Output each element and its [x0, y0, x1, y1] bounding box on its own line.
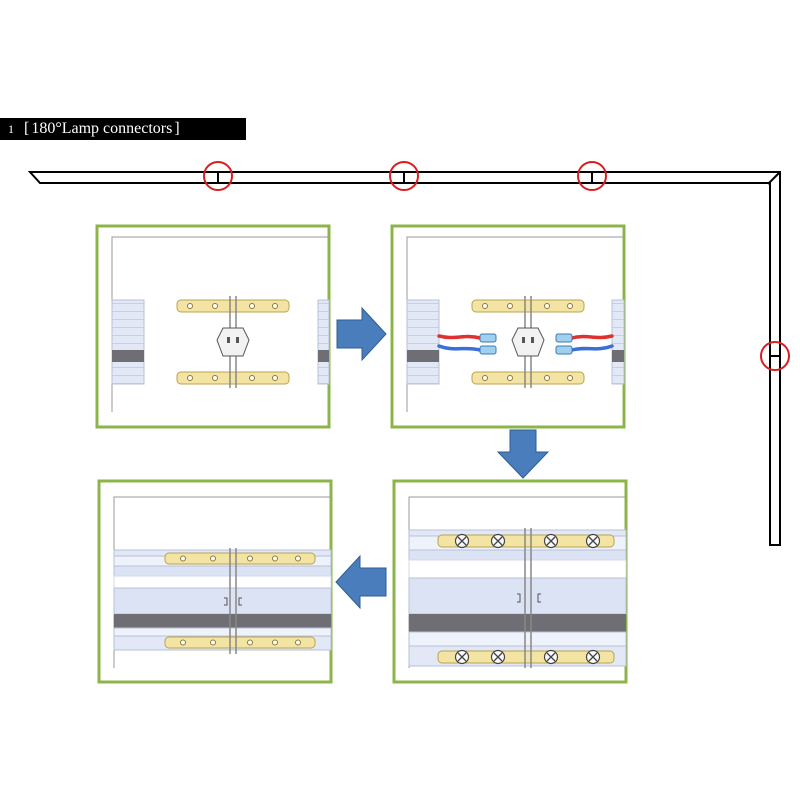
connector-bracket-top	[164, 552, 316, 565]
track-joint-ticks	[217, 172, 780, 357]
connector-bracket-top	[471, 299, 585, 313]
red-circle-marker-icon	[389, 161, 419, 191]
red-circle-marker-icon	[577, 161, 607, 191]
panel-step-3	[392, 479, 628, 684]
lamp-body	[113, 549, 332, 651]
screw-crosses	[457, 536, 598, 662]
title-bar: 1 [180°Lamp connectors]	[0, 118, 246, 140]
panel-step-1	[95, 224, 331, 429]
connector-bracket-bottom	[176, 371, 290, 385]
seam-marks	[224, 597, 242, 606]
page-title: 180°Lamp connectors	[31, 120, 173, 137]
title-close-bracket: ]	[174, 120, 180, 137]
connector-bracket-top	[437, 534, 615, 548]
lamp-end-left	[406, 299, 440, 385]
red-circle-marker-icon	[203, 161, 233, 191]
title-open-bracket: [	[24, 120, 30, 137]
panel-step-4	[97, 479, 333, 684]
wire-terminals-right	[555, 333, 573, 355]
step-number: 1	[8, 122, 14, 136]
wires-right	[570, 334, 614, 352]
connector-bracket-bottom	[164, 636, 316, 649]
center-connector	[511, 327, 545, 357]
seam-marks	[517, 593, 541, 603]
connector-bracket-top	[176, 299, 290, 313]
arrow-left-icon	[335, 554, 387, 610]
connector-bracket-bottom	[437, 650, 615, 664]
lamp-body	[408, 529, 627, 667]
arrow-right-icon	[336, 306, 387, 362]
red-circle-marker-icon	[760, 341, 790, 371]
center-connector	[216, 327, 250, 357]
lamp-track-outline	[27, 171, 781, 546]
wire-terminals-left	[479, 333, 497, 355]
wires-left	[437, 334, 482, 352]
arrow-down-icon	[496, 429, 550, 479]
panel-step-2	[390, 224, 626, 429]
lamp-end-left	[111, 299, 145, 385]
joint-markers	[203, 161, 790, 371]
connector-bracket-bottom	[471, 371, 585, 385]
lamp-end-right	[611, 299, 625, 385]
track-corner-joint	[767, 171, 781, 185]
lamp-end-right	[317, 299, 330, 385]
